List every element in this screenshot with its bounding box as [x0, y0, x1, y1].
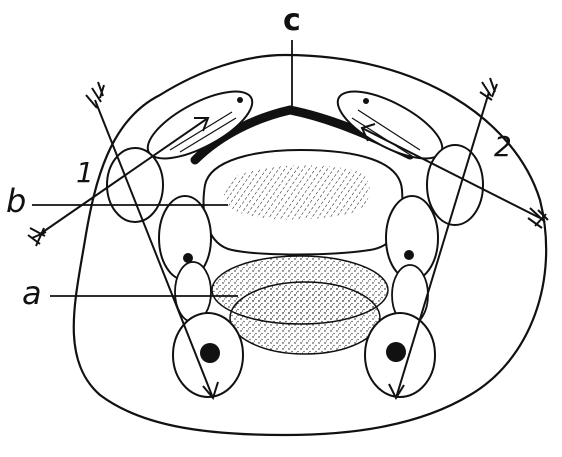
label-2: 2 — [494, 130, 512, 163]
label-b: b — [6, 182, 26, 220]
stippled-mass-a-lower — [230, 282, 380, 354]
hatched-mass — [224, 165, 370, 219]
label-c: c — [283, 3, 301, 38]
label-a: a — [22, 274, 42, 312]
label-1: 1 — [76, 156, 94, 189]
